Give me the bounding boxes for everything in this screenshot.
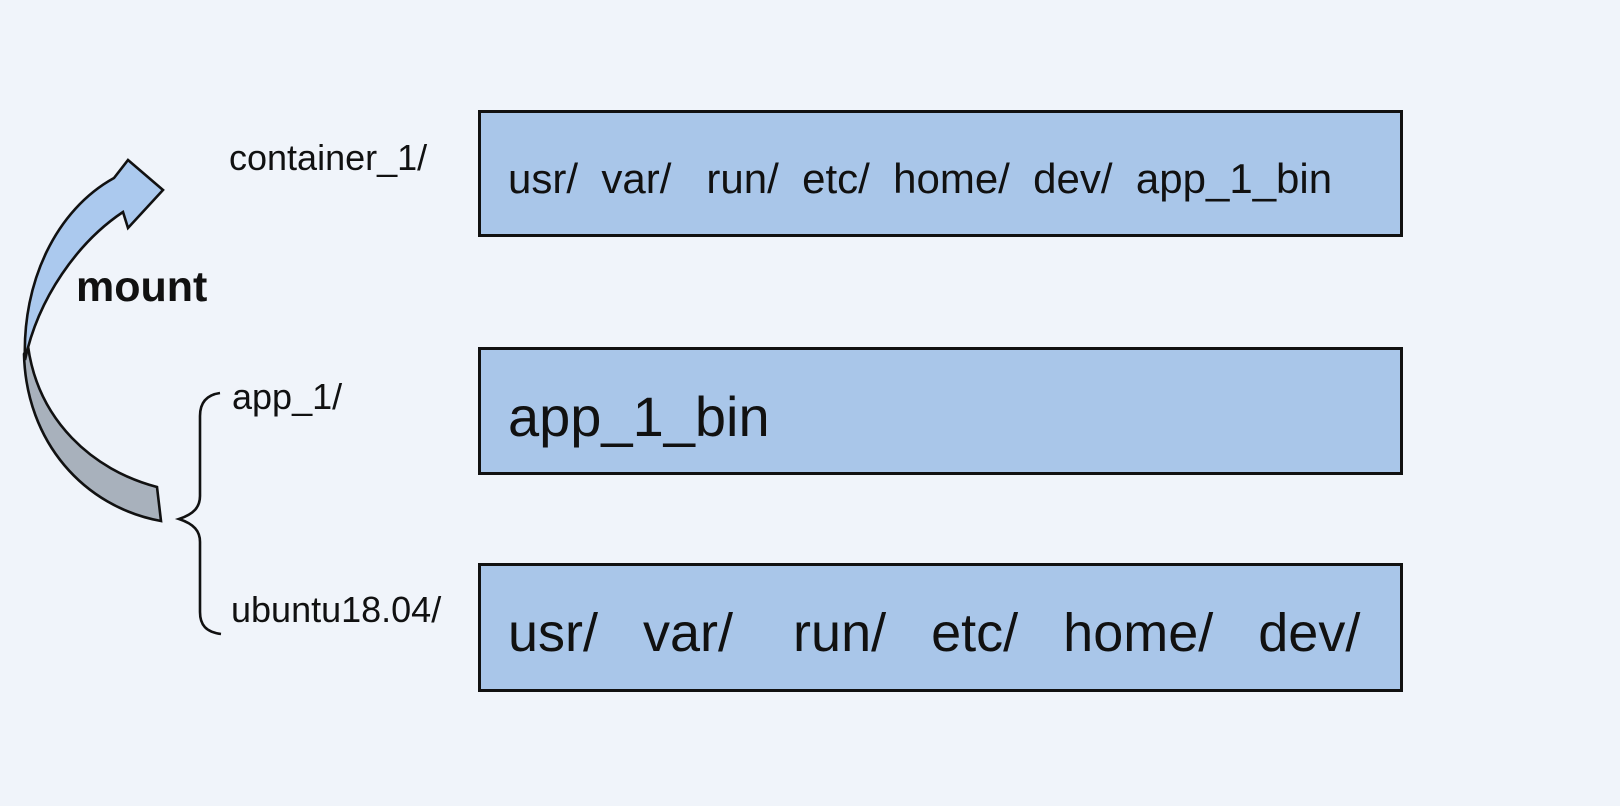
app-1-directories: app_1_bin: [508, 384, 770, 448]
mount-arrow-head-icon: [23, 158, 165, 361]
container-1-filesystem-box: usr/ var/ run/ etc/ home/ dev/ app_1_bin: [478, 110, 1403, 237]
container-1-directories: usr/ var/ run/ etc/ home/ dev/ app_1_bin: [508, 154, 1333, 202]
mount-arrow-tail-icon: [22, 341, 163, 523]
ubuntu-18-04-label: ubuntu18.04/: [231, 589, 442, 630]
app-1-filesystem-box: app_1_bin: [478, 347, 1403, 475]
ubuntu-18-04-directories: usr/ var/ run/ etc/ home/ dev/: [508, 602, 1361, 663]
container-1-label: container_1/: [229, 137, 428, 178]
ubuntu-18-04-filesystem-box: usr/ var/ run/ etc/ home/ dev/: [478, 563, 1403, 692]
group-brace-icon: [174, 391, 222, 636]
app-1-label: app_1/: [232, 376, 343, 417]
mount-label: mount: [76, 263, 208, 311]
